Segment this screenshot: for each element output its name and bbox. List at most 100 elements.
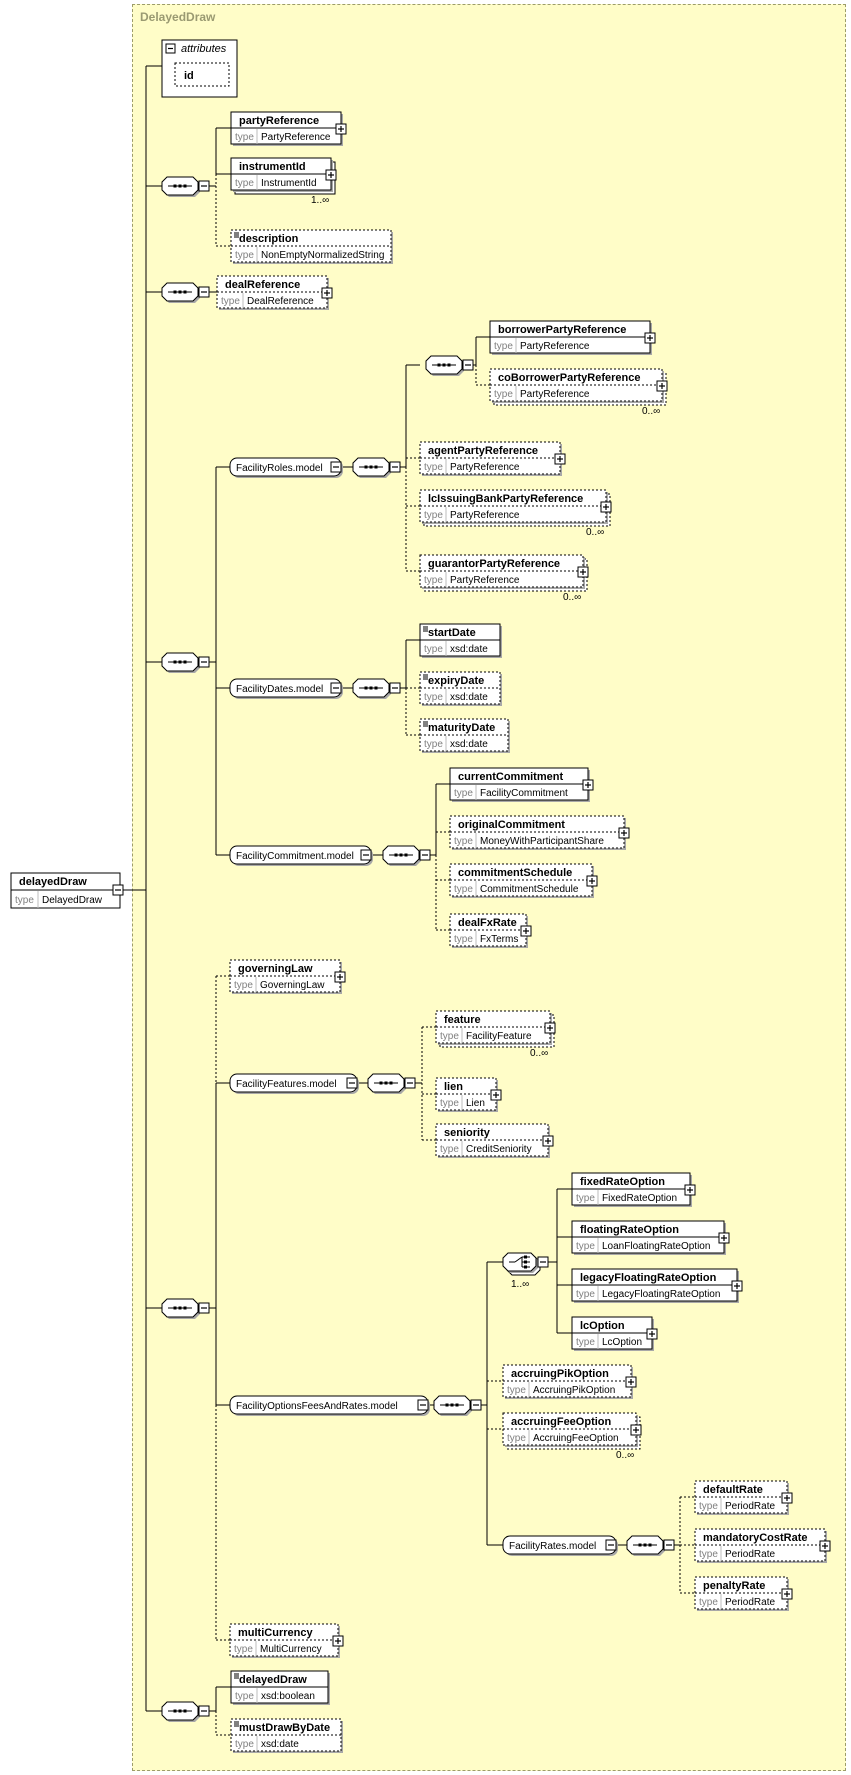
group-FacilityCommitment[interactable]: FacilityCommitment.model [229, 845, 373, 866]
sequence-compositor[interactable] [425, 355, 474, 376]
sequence-collapse-toggle[interactable] [389, 461, 401, 473]
sequence-compositor[interactable] [352, 678, 401, 699]
sequence-collapse-toggle[interactable] [198, 656, 210, 668]
expand-plus-icon[interactable] [718, 1232, 730, 1244]
expand-plus-icon[interactable] [781, 1492, 793, 1504]
expand-plus-icon[interactable] [600, 501, 612, 513]
expand-plus-icon[interactable] [334, 971, 346, 983]
sequence-collapse-toggle[interactable] [470, 1399, 482, 1411]
expand-plus-icon[interactable] [577, 566, 589, 578]
group-FacilityFeatures[interactable]: FacilityFeatures.model [229, 1073, 359, 1094]
group-collapse-toggle[interactable] [330, 682, 342, 694]
group-FacilityRoles[interactable]: FacilityRoles.model [229, 457, 343, 478]
group-collapse-toggle[interactable] [605, 1539, 617, 1551]
expand-plus-icon[interactable] [819, 1540, 831, 1552]
expand-plus-icon[interactable] [625, 1376, 637, 1388]
sequence-compositor[interactable] [161, 282, 210, 303]
choice-collapse-toggle[interactable] [537, 1256, 549, 1268]
expand-plus-icon[interactable] [582, 779, 594, 791]
sequence-collapse-toggle[interactable] [198, 286, 210, 298]
sequence-compositor[interactable] [161, 1701, 210, 1722]
expand-plus-icon[interactable] [554, 453, 566, 465]
type-key: type [576, 1289, 595, 1300]
sequence-compositor[interactable] [382, 845, 431, 866]
choice-compositor[interactable]: 1..∞ [502, 1252, 549, 1290]
root-element-delayeddraw[interactable]: delayedDraw type DelayedDraw [10, 872, 124, 909]
group-FacilityDates[interactable]: FacilityDates.model [229, 678, 343, 699]
group-collapse-toggle[interactable] [417, 1399, 429, 1411]
expand-plus-icon[interactable] [490, 1089, 502, 1101]
sequence-collapse-toggle[interactable] [404, 1077, 416, 1089]
sequence-collapse-toggle[interactable] [198, 180, 210, 192]
sequence-compositor[interactable] [433, 1395, 482, 1416]
sequence-collapse-toggle[interactable] [419, 849, 431, 861]
expand-plus-icon[interactable] [644, 332, 656, 344]
group-FacilityOptions[interactable]: FacilityOptionsFeesAndRates.model [229, 1395, 430, 1416]
group-collapse-toggle[interactable] [360, 849, 372, 861]
group-FacilityRates[interactable]: FacilityRates.model [502, 1535, 618, 1556]
group-collapse-toggle[interactable] [330, 461, 342, 473]
sequence-collapse-toggle[interactable] [198, 1705, 210, 1717]
expand-plus-icon[interactable] [325, 169, 337, 181]
sequence-compositor[interactable] [161, 176, 210, 197]
sequence-compositor[interactable] [367, 1073, 416, 1094]
expand-plus-icon[interactable] [781, 1588, 793, 1600]
sequence-collapse-toggle[interactable] [198, 1302, 210, 1314]
group-collapse-toggle[interactable] [346, 1077, 358, 1089]
expand-plus-icon[interactable] [520, 925, 532, 937]
expand-plus-icon[interactable] [544, 1022, 556, 1034]
sequence-compositor[interactable] [352, 457, 401, 478]
expand-plus-icon[interactable] [618, 827, 630, 839]
sequence-collapse-toggle[interactable] [462, 359, 474, 371]
sequence-compositor[interactable] [626, 1535, 675, 1556]
expand-plus-icon[interactable] [630, 1424, 642, 1436]
expand-plus-icon[interactable] [335, 123, 347, 135]
sequence-compositor[interactable] [161, 652, 210, 673]
sequence-collapse-toggle[interactable] [389, 682, 401, 694]
expand-plus-icon[interactable] [332, 1635, 344, 1647]
expand-plus-icon[interactable] [586, 875, 598, 887]
expand-plus-icon[interactable] [684, 1184, 696, 1196]
expand-plus-icon[interactable] [321, 287, 333, 299]
expand-plus-icon[interactable] [646, 1328, 658, 1340]
sequence-collapse-toggle[interactable] [663, 1539, 675, 1551]
element-name: accruingPikOption [511, 1368, 609, 1380]
expand-plus-icon[interactable] [542, 1135, 554, 1147]
sequence-compositor[interactable] [161, 1298, 210, 1319]
attribute-id-box[interactable] [174, 62, 230, 87]
expand-plus-icon[interactable] [731, 1280, 743, 1292]
expand-plus-icon[interactable] [656, 380, 668, 392]
